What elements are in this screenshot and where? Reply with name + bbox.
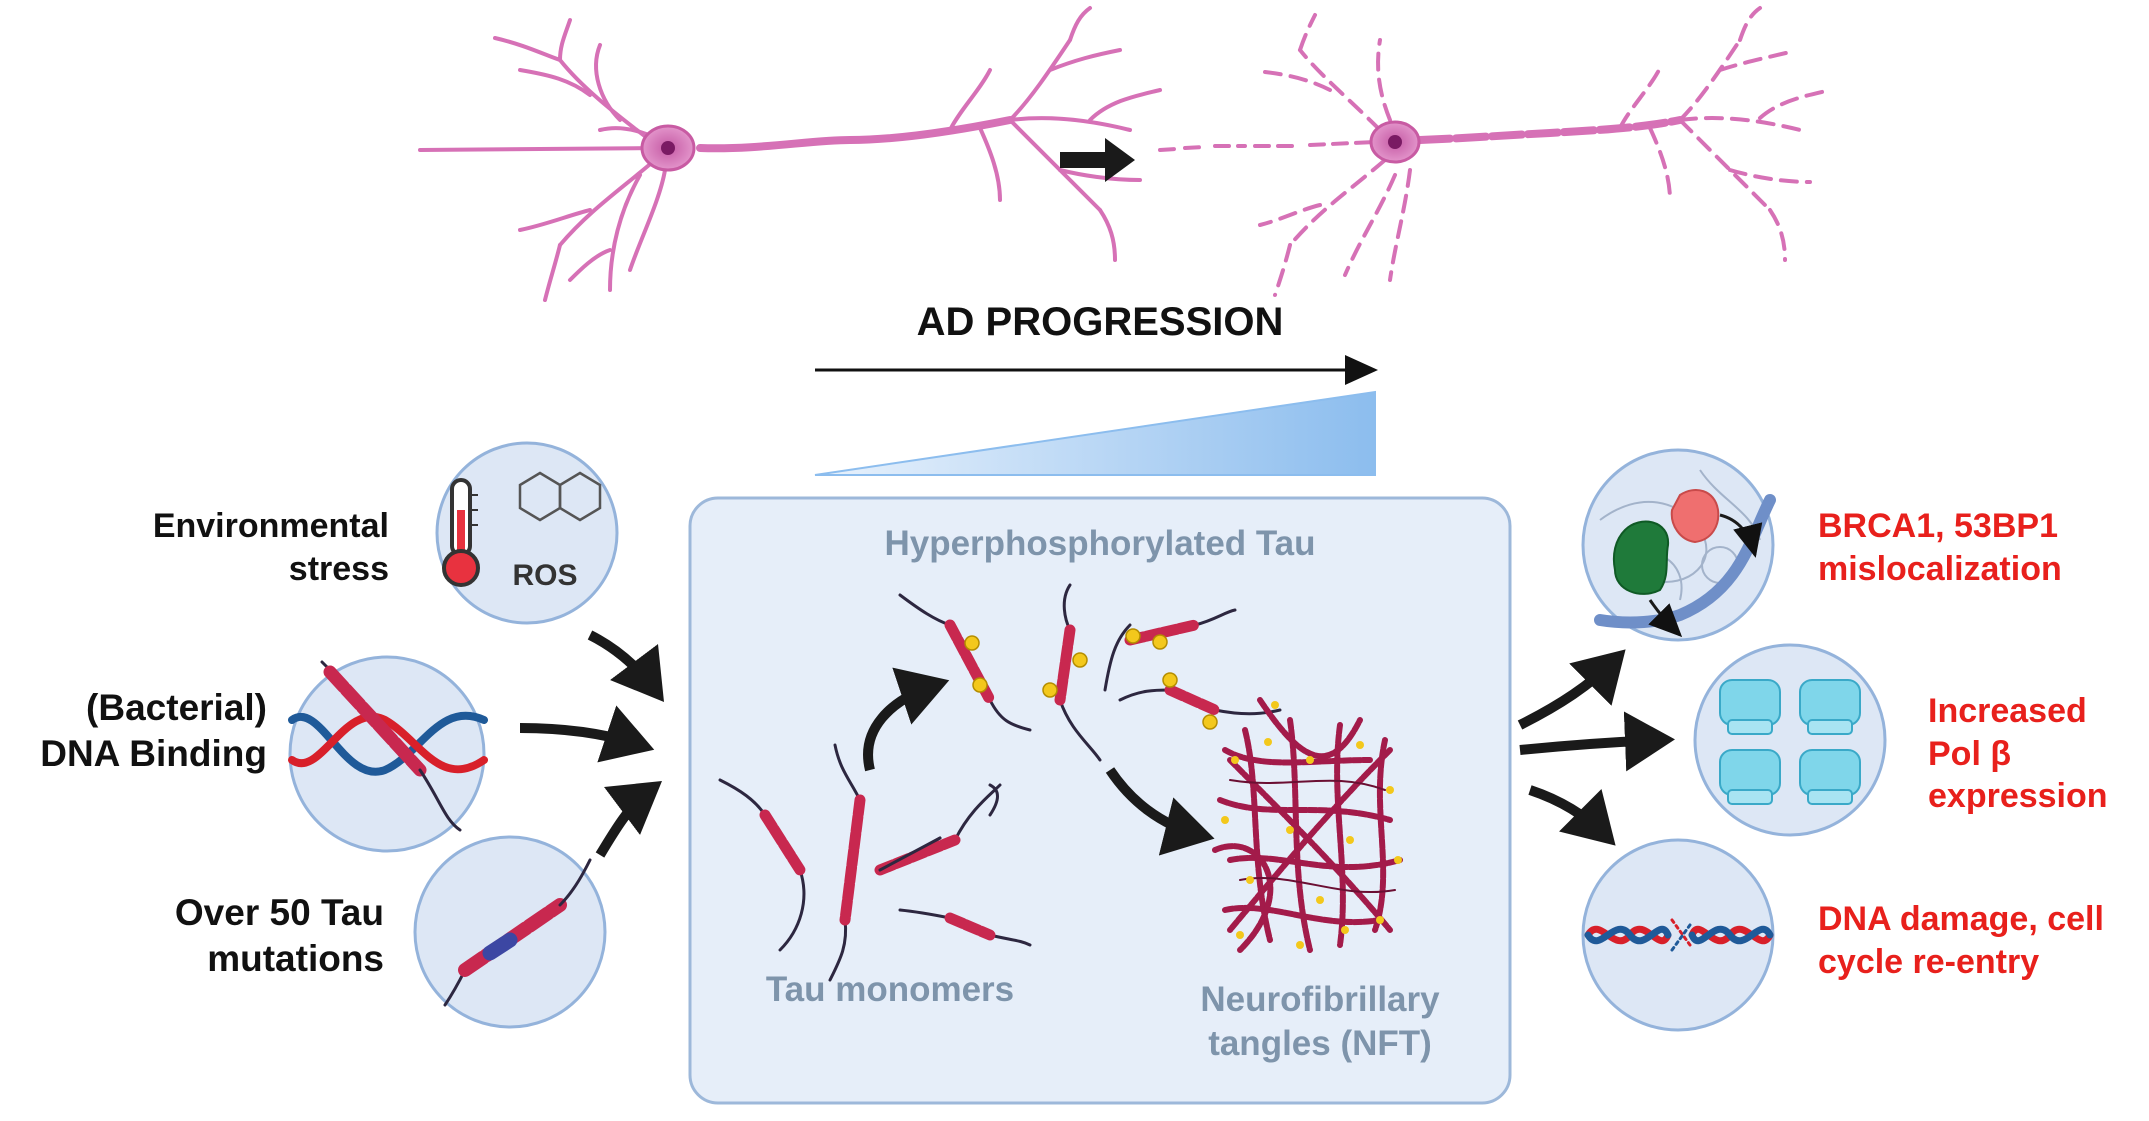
phospho-to-nft-arrow-icon (1105, 767, 1215, 856)
ad-progression-title: AD PROGRESSION (917, 300, 1284, 344)
tau-pathology-box (688, 496, 1512, 1105)
brca-mislocalization-label: BRCA1, 53BP1 mislocalization (1818, 507, 2062, 588)
pol-beta-circle (1693, 643, 1887, 837)
naphthalene-molecule-icon (518, 471, 602, 522)
hyperphosphorylated-tau-label: Hyperphosphorylated Tau (884, 524, 1316, 563)
neurofibrillary-tangles-icon (1212, 697, 1403, 953)
environmental-stress-circle: ROS (435, 441, 619, 625)
right-output-arrows (1517, 649, 1675, 846)
environmental-stress-label: Environmental stress (152, 507, 389, 588)
pol-beta-protein-icon (1719, 679, 1861, 805)
broken-dna-icon (1584, 918, 1774, 952)
neuron-progression-arrow-icon (1060, 138, 1135, 182)
degenerating-neuron-icon (1158, 6, 1832, 297)
dna-damage-label: DNA damage, cell cycle re-entry (1818, 900, 2104, 981)
healthy-neuron-icon (418, 6, 1162, 302)
nft-label: Neurofibrillary tangles (NFT) (1200, 980, 1440, 1063)
brca-mislocalization-circle (1581, 448, 1776, 642)
thermometer-icon (442, 478, 480, 587)
hyperphosphorylated-tau-icon (898, 583, 1282, 762)
ros-label: ROS (512, 559, 577, 592)
53bp1-protein-icon (1670, 489, 1720, 544)
pol-beta-label: Increased Pol β expression (1928, 692, 2108, 815)
mutated-tau-icon (443, 858, 592, 1007)
tau-mutations-circle (413, 835, 607, 1029)
tau-monomers-label: Tau monomers (765, 970, 1015, 1009)
brca1-protein-icon (1612, 520, 1670, 595)
progression-gradient-wedge (814, 390, 1376, 476)
monomer-to-phospho-arrow-icon (863, 667, 950, 772)
tau-mutations-label: Over 50 Tau mutations (174, 892, 384, 980)
dna-helix-icon (288, 711, 488, 776)
tau-on-dna-icon (320, 660, 462, 832)
left-input-arrows (519, 630, 665, 858)
tau-monomers-icon (718, 743, 1032, 982)
dna-damage-circle (1581, 838, 1775, 1032)
dna-binding-circle (288, 655, 488, 853)
dna-binding-label: (Bacterial) DNA Binding (40, 687, 267, 775)
